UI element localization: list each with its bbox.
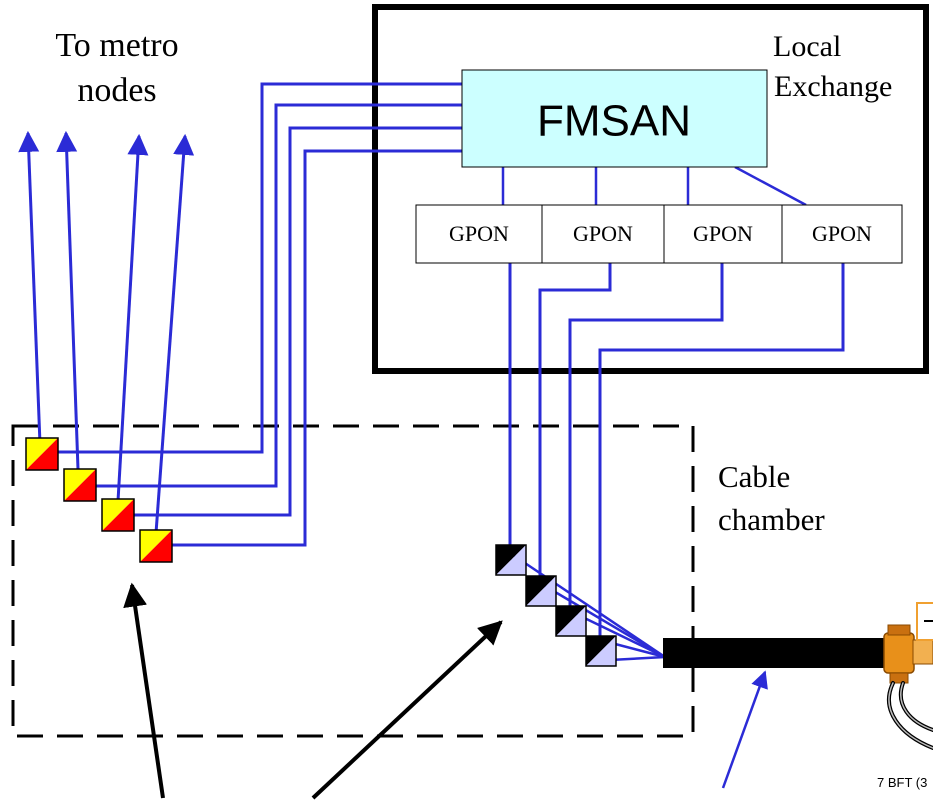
fan-fibre-5 (609, 655, 666, 662)
red-yellow-splice-icon (25, 437, 59, 471)
fmsan-box (461, 69, 768, 168)
fibre-link-1 (55, 82, 462, 454)
exchange-label-line-1: Local (773, 30, 841, 63)
fmsan-gpon-link-4 (734, 165, 807, 207)
gpon-group: GPON GPON GPON GPON (415, 204, 903, 264)
gpon-label-2: GPON (573, 221, 633, 246)
fibre-link-4 (170, 149, 462, 547)
gpon-box-2 (541, 204, 665, 264)
metro-label-line-2: nodes (77, 72, 156, 109)
red-yellow-splice-group (25, 437, 173, 563)
red-yellow-splice-icon (101, 498, 135, 532)
gpon-splice-pointer-arrow (311, 620, 503, 800)
fmsan-label: FMSAN (537, 97, 691, 146)
fmsan-metro-fibres (55, 82, 462, 547)
metro-splice-pointer-arrow (123, 582, 165, 799)
exchange-label-line-2: Exchange (774, 70, 892, 103)
gpon-box-1 (415, 204, 543, 264)
metro-arrow-4 (154, 133, 195, 534)
metro-arrows (18, 130, 195, 534)
gpon-label-3: GPON (693, 221, 753, 246)
black-lilac-splice-icon (525, 575, 557, 607)
gpon-fibre-4 (598, 263, 845, 645)
clipped-caption: 7 BFT (3 (877, 775, 927, 790)
fibre-link-2 (92, 103, 462, 488)
orange-connector-icon (883, 624, 933, 684)
black-lilac-splice-icon (585, 635, 617, 667)
gpon-chamber-fibres (508, 263, 845, 645)
chamber-label-line-2: chamber (718, 502, 825, 537)
gpon-box-4 (781, 204, 903, 264)
fmsan-gpon-links (501, 165, 807, 207)
black-lilac-splice-icon (555, 605, 587, 637)
drop-cable-tails (887, 681, 933, 750)
metro-arrow-2 (56, 130, 80, 470)
red-yellow-splice-icon (63, 468, 97, 502)
gpon-box-3 (663, 204, 783, 264)
chamber-label-line-1: Cable (718, 459, 790, 494)
gpon-fibre-3 (568, 263, 724, 618)
metro-arrow-1 (18, 130, 42, 445)
gpon-label-1: GPON (449, 221, 509, 246)
cable-pointer-arrow (721, 670, 768, 789)
red-yellow-splice-icon (139, 529, 173, 563)
metro-arrow-3 (116, 133, 149, 502)
fan-fibre-1 (509, 551, 666, 659)
black-lilac-splice-icon (495, 544, 527, 576)
fibre-link-3 (130, 126, 462, 517)
local-exchange-box (372, 4, 929, 374)
gpon-label-4: GPON (812, 221, 872, 246)
gpon-fibre-2 (538, 263, 612, 590)
black-lilac-splice-group (495, 544, 617, 667)
fan-fibre-2 (539, 581, 666, 659)
black-cable (663, 638, 891, 668)
cable-chamber-box (11, 424, 695, 738)
metro-label-line-1: To metro (55, 27, 178, 64)
